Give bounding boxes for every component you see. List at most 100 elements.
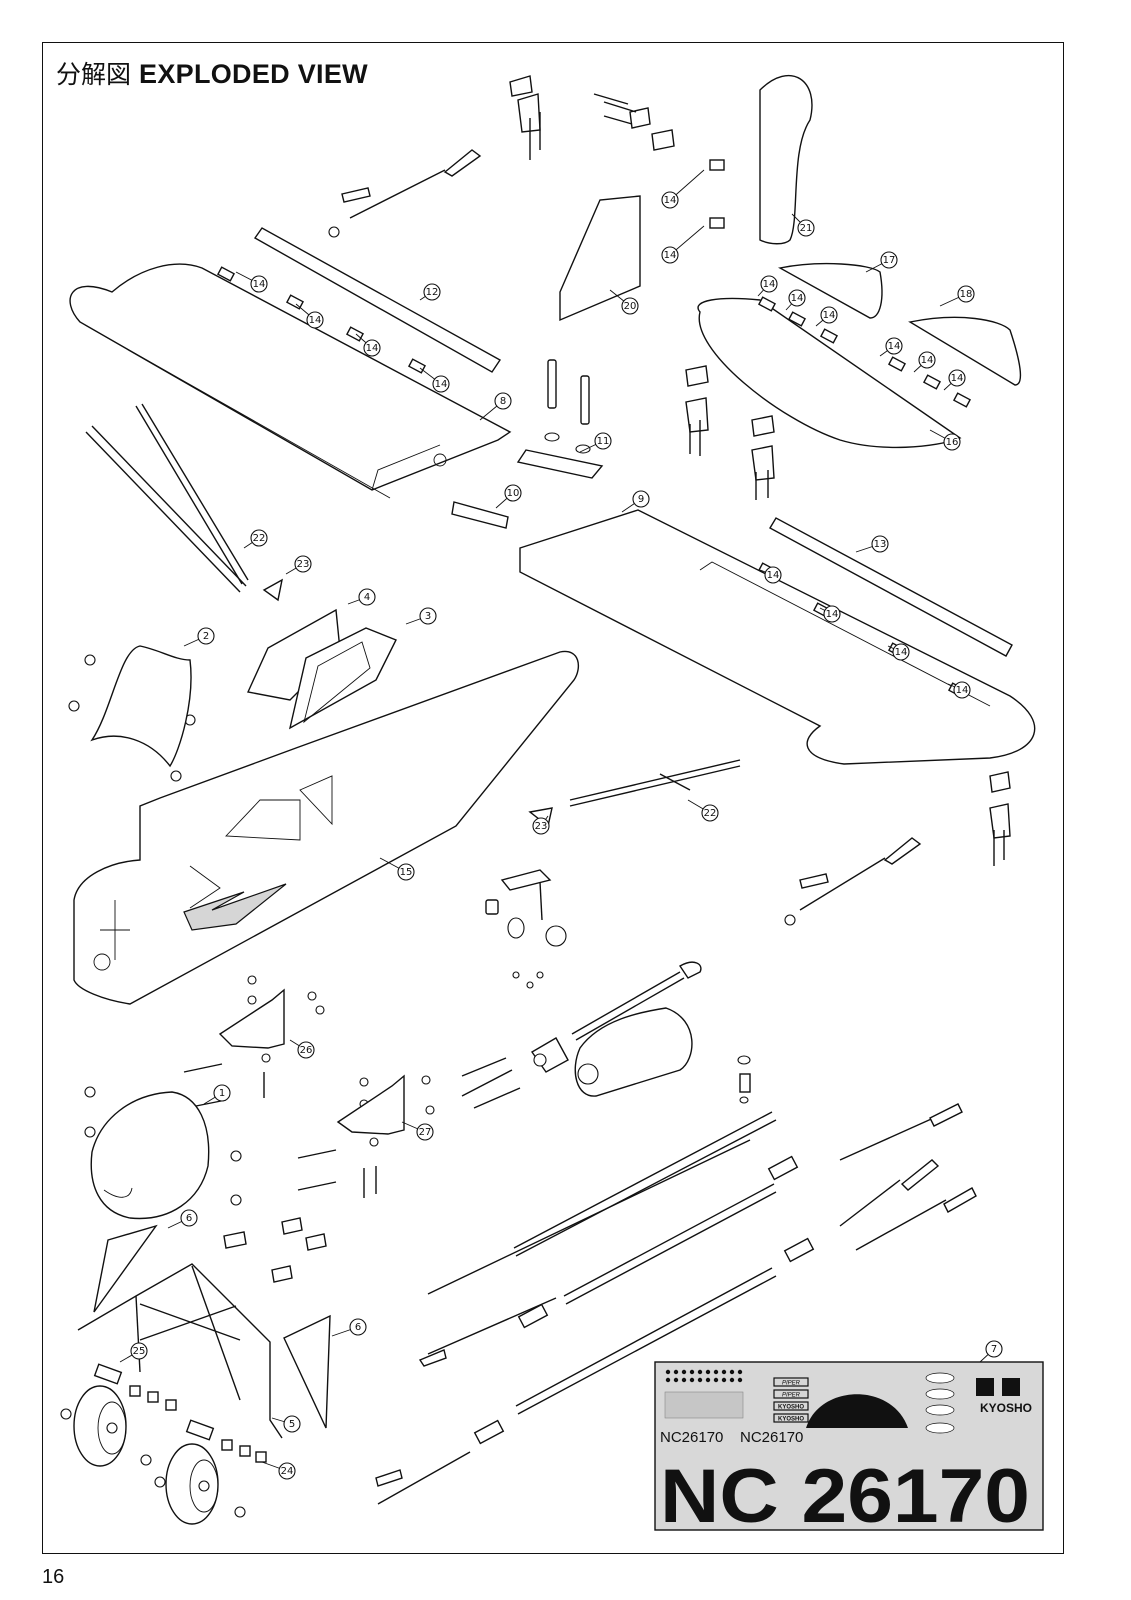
callout-8: 8 [494,392,512,410]
callout-circle [701,804,719,822]
callout-number: 1 [219,1088,225,1099]
callout-3: 3 [419,607,437,625]
callout-26: 26 [297,1041,315,1059]
callout-circle [632,490,650,508]
callout-14: 14 [250,275,268,293]
callout-number: 27 [419,1127,432,1138]
fuel-tank [461,961,702,1109]
callout-14: 14 [918,351,936,369]
callout-circle [797,219,815,237]
callout-14: 14 [885,337,903,355]
engine-mount-upper [218,988,285,1049]
callout-number: 14 [366,343,379,354]
left-wing [69,263,512,499]
callout-22: 22 [701,804,719,822]
decal-brand-1b: PIPER [782,1393,801,1399]
decal-dot [721,1377,727,1383]
callout-circle [764,566,782,584]
callout-number: 12 [426,287,439,298]
callout-number: 14 [921,355,934,366]
gear-plates [223,1217,327,1283]
callout-number: 4 [364,592,370,603]
callout-17: 17 [880,251,898,269]
pushrod-tubes [473,1111,815,1445]
callout-circle [948,369,966,387]
decal-dot [673,1377,679,1383]
callout-14: 14 [892,643,910,661]
decal-brand-1a: PIPER [782,1381,801,1387]
callout-11: 11 [594,432,612,450]
callout-circle [180,1209,198,1227]
decal-dot [729,1377,735,1383]
callout-23: 23 [532,817,550,835]
elevator-right [908,316,1022,386]
decal-dot [665,1377,671,1383]
callout-number: 23 [297,559,310,570]
callout-number: 17 [883,255,896,266]
callout-2: 2 [197,627,215,645]
callout-number: 14 [253,279,266,290]
horizontal-stabilizer [697,297,962,449]
callout-circle [532,817,550,835]
callout-circle [294,555,312,573]
callout-circle [197,627,215,645]
hinge-tabs [216,159,972,698]
callout-14: 14 [661,191,679,209]
windshield [90,645,192,768]
decal-dot [689,1369,695,1375]
decal-dot [705,1377,711,1383]
decal-dot [697,1369,703,1375]
callout-21: 21 [797,219,815,237]
right-wing [519,509,1036,765]
callout-circle [760,275,778,293]
decal-dot [705,1369,711,1375]
callout-circle [820,306,838,324]
callout-number: 14 [956,685,969,696]
title-english: EXPLODED VIEW [139,59,368,89]
callout-number: 22 [253,533,266,544]
small-fittings [737,1055,751,1104]
callout-circle [250,275,268,293]
page-number: 16 [42,1566,65,1588]
callout-14: 14 [948,369,966,387]
callout-circle [871,535,889,553]
callout-14: 14 [788,289,806,307]
decal-dot [689,1377,695,1383]
callout-number: 14 [895,647,908,658]
callout-14: 14 [363,339,381,357]
pushrods [328,149,977,1505]
callout-circle [213,1084,231,1102]
callout-number: 14 [826,609,839,620]
callout-10: 10 [504,484,522,502]
callout-number: 9 [638,494,644,505]
callout-number: 22 [704,808,717,819]
callout-5: 5 [283,1415,301,1433]
callout-circle [423,283,441,301]
callout-14: 14 [823,605,841,623]
callout-23: 23 [294,555,312,573]
decal-kyosho-logo: KYOSHO [980,1401,1032,1415]
callout-14: 14 [764,566,782,584]
callout-number: 14 [763,279,776,290]
callout-circle [943,433,961,451]
callout-circle [306,311,324,329]
callout-circle [621,297,639,315]
decal-brand-2a: KYOSHO [778,1405,804,1411]
right-aileron [769,517,1013,657]
callout-number: 14 [791,293,804,304]
wing-struts [85,403,741,828]
wing-plate [516,449,604,479]
page-frame [42,42,1064,1554]
decal-dot [681,1377,687,1383]
callout-number: 3 [425,611,431,622]
callout-circle [892,643,910,661]
callout-circle [363,339,381,357]
decal-dot [681,1369,687,1375]
callout-circle [278,1462,296,1480]
decal-dot [697,1377,703,1383]
callout-circle [130,1342,148,1360]
callout-circle [788,289,806,307]
engine-mount-lower [336,1074,405,1135]
callout-number: 13 [874,539,887,550]
